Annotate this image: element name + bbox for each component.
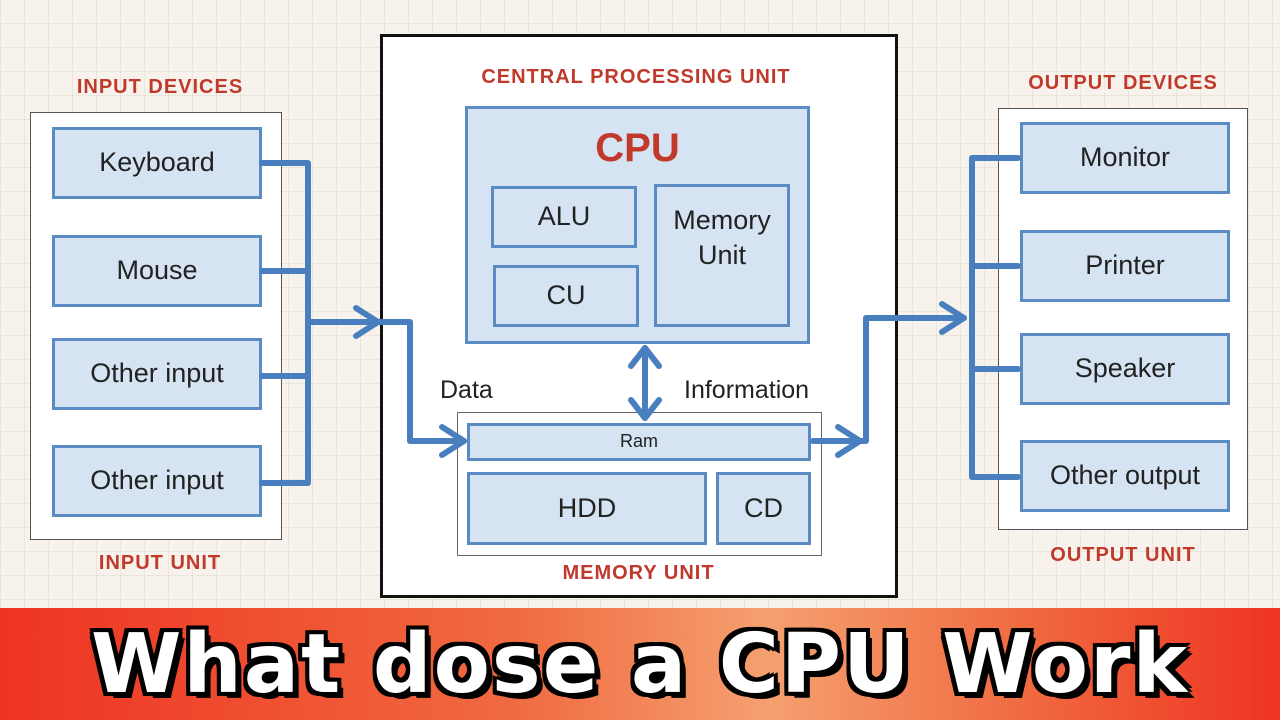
cpu-label: CPU bbox=[595, 126, 680, 170]
banner-title: What dose a CPU Work bbox=[90, 616, 1190, 712]
input-device-mouse: Mouse bbox=[52, 235, 262, 307]
output-devices-title: OUTPUT DEVICES bbox=[1028, 72, 1218, 94]
output-device-other: Other output bbox=[1020, 440, 1230, 512]
output-device-speaker: Speaker bbox=[1020, 333, 1230, 405]
input-device-other-2: Other input bbox=[52, 445, 262, 517]
output-device-monitor: Monitor bbox=[1020, 122, 1230, 194]
input-unit-footer: INPUT UNIT bbox=[98, 552, 222, 574]
title-banner: What dose a CPU Work bbox=[0, 608, 1280, 720]
data-arrowhead bbox=[439, 424, 467, 458]
input-device-other-1: Other input bbox=[52, 338, 262, 410]
output-arrowhead bbox=[939, 301, 967, 335]
input-bus-line bbox=[259, 160, 311, 486]
cpu-ram-arrow-down bbox=[628, 397, 662, 421]
input-device-keyboard: Keyboard bbox=[52, 127, 262, 199]
output-device-printer: Printer bbox=[1020, 230, 1230, 302]
output-bus-line bbox=[969, 155, 1021, 480]
memory-unit-footer: MEMORY UNIT bbox=[562, 562, 715, 584]
information-path-line bbox=[857, 315, 967, 444]
memory-unit-box: Memory Unit bbox=[654, 184, 790, 327]
cu-box: CU bbox=[493, 265, 639, 327]
cd-box: CD bbox=[716, 472, 811, 545]
ram-box: Ram bbox=[467, 423, 811, 461]
alu-box: ALU bbox=[491, 186, 637, 248]
cpu-ram-arrow-up bbox=[628, 345, 662, 369]
data-label: Data bbox=[440, 376, 493, 404]
information-label: Information bbox=[684, 376, 810, 404]
hdd-box: HDD bbox=[467, 472, 707, 545]
output-unit-footer: OUTPUT UNIT bbox=[1050, 544, 1196, 566]
input-devices-title: INPUT DEVICES bbox=[76, 76, 244, 98]
data-path-line bbox=[375, 319, 467, 444]
central-processing-unit-title: CENTRAL PROCESSING UNIT bbox=[481, 66, 791, 88]
